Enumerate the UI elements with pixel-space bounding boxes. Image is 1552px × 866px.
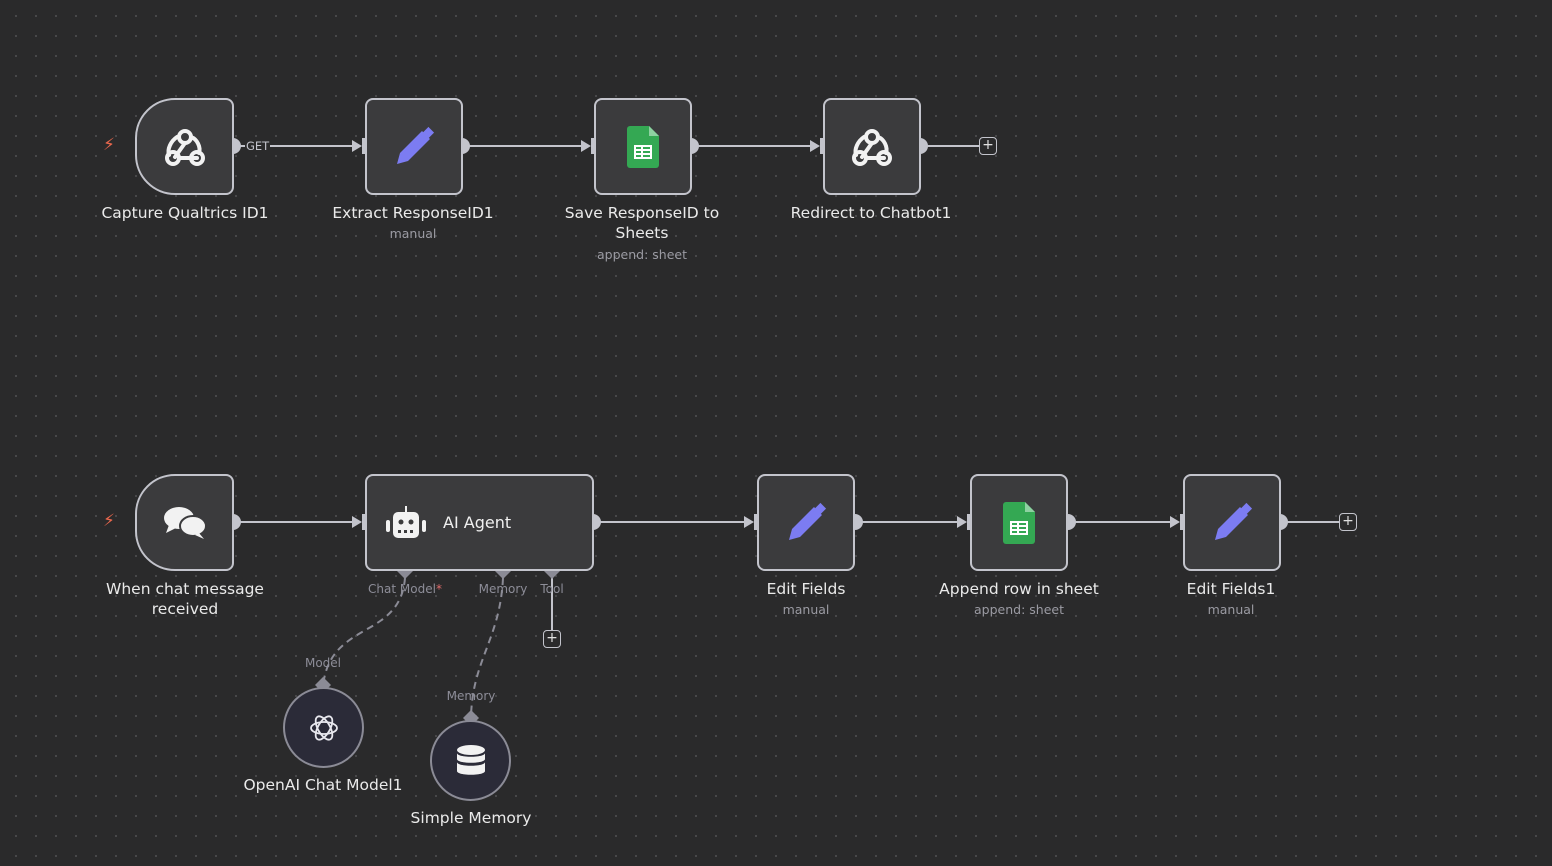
- pencil-icon: [785, 502, 827, 544]
- node-simple-memory[interactable]: [430, 720, 511, 801]
- node-label: Capture Qualtrics ID1: [101, 204, 269, 222]
- node-label: Redirect to Chatbot1: [790, 204, 952, 222]
- node-label: Edit Fields: [766, 580, 846, 598]
- ai-agent-title: AI Agent: [443, 513, 512, 532]
- node-label-line2: received: [151, 600, 219, 618]
- node-capture-qualtrics[interactable]: [135, 98, 234, 195]
- node-label: Save ResponseID to Sheets: [565, 203, 719, 243]
- handle-label-model: Model: [304, 656, 342, 670]
- edge-memory-agent[interactable]: [470, 577, 504, 719]
- node-label: When chat message received: [106, 579, 264, 619]
- node-extract-responseid[interactable]: [365, 98, 463, 195]
- openai-icon: [308, 712, 340, 744]
- webhook-icon: [163, 127, 207, 167]
- handle-label-tool: Tool: [540, 582, 564, 596]
- node-label-line1: Save ResponseID to: [564, 204, 720, 222]
- node-label: Edit Fields1: [1186, 580, 1276, 598]
- google-sheets-icon: [627, 125, 659, 168]
- node-subtitle: append: sheet: [974, 602, 1064, 617]
- edge-model-agent[interactable]: [322, 577, 406, 687]
- node-edit-fields1[interactable]: [1183, 474, 1281, 571]
- node-label: Append row in sheet: [939, 580, 1099, 598]
- add-node-button[interactable]: +: [1339, 513, 1357, 531]
- node-label: OpenAI Chat Model1: [243, 776, 403, 794]
- chat-bubbles-icon: [163, 505, 207, 541]
- node-ai-agent[interactable]: AI Agent: [365, 474, 594, 571]
- handle-label-chat-model: Chat Model*: [368, 582, 442, 596]
- edge-label-get: GET: [245, 139, 271, 153]
- node-label-line1: When chat message: [106, 580, 264, 598]
- required-mark: *: [435, 582, 442, 596]
- handle-label-memory-sub: Memory: [446, 689, 496, 703]
- google-sheets-icon: [1003, 501, 1035, 544]
- trigger-bolt-icon: ⚡: [103, 511, 115, 531]
- robot-icon: [385, 505, 427, 540]
- node-subtitle: append: sheet: [597, 247, 687, 262]
- pencil-icon: [1211, 502, 1253, 544]
- node-redirect-chatbot[interactable]: [823, 98, 921, 195]
- node-save-responseid-sheets[interactable]: [594, 98, 692, 195]
- handle-label-text: Chat Model: [368, 582, 436, 596]
- database-icon: [456, 744, 486, 777]
- handle-label-memory: Memory: [478, 582, 528, 596]
- node-label-line2: Sheets: [615, 224, 669, 242]
- trigger-bolt-icon: ⚡: [103, 135, 115, 155]
- node-subtitle: manual: [782, 602, 830, 617]
- node-label: Simple Memory: [410, 809, 532, 827]
- node-chat-trigger[interactable]: [135, 474, 234, 571]
- webhook-icon: [850, 127, 894, 167]
- add-tool-button[interactable]: +: [543, 630, 561, 648]
- pencil-icon: [393, 126, 435, 168]
- node-label: Extract ResponseID1: [332, 204, 494, 222]
- node-openai-chat-model[interactable]: [283, 687, 364, 768]
- node-subtitle: manual: [1207, 602, 1255, 617]
- node-edit-fields[interactable]: [757, 474, 855, 571]
- add-node-button[interactable]: +: [979, 137, 997, 155]
- node-subtitle: manual: [389, 226, 437, 241]
- node-append-row-sheet[interactable]: [970, 474, 1068, 571]
